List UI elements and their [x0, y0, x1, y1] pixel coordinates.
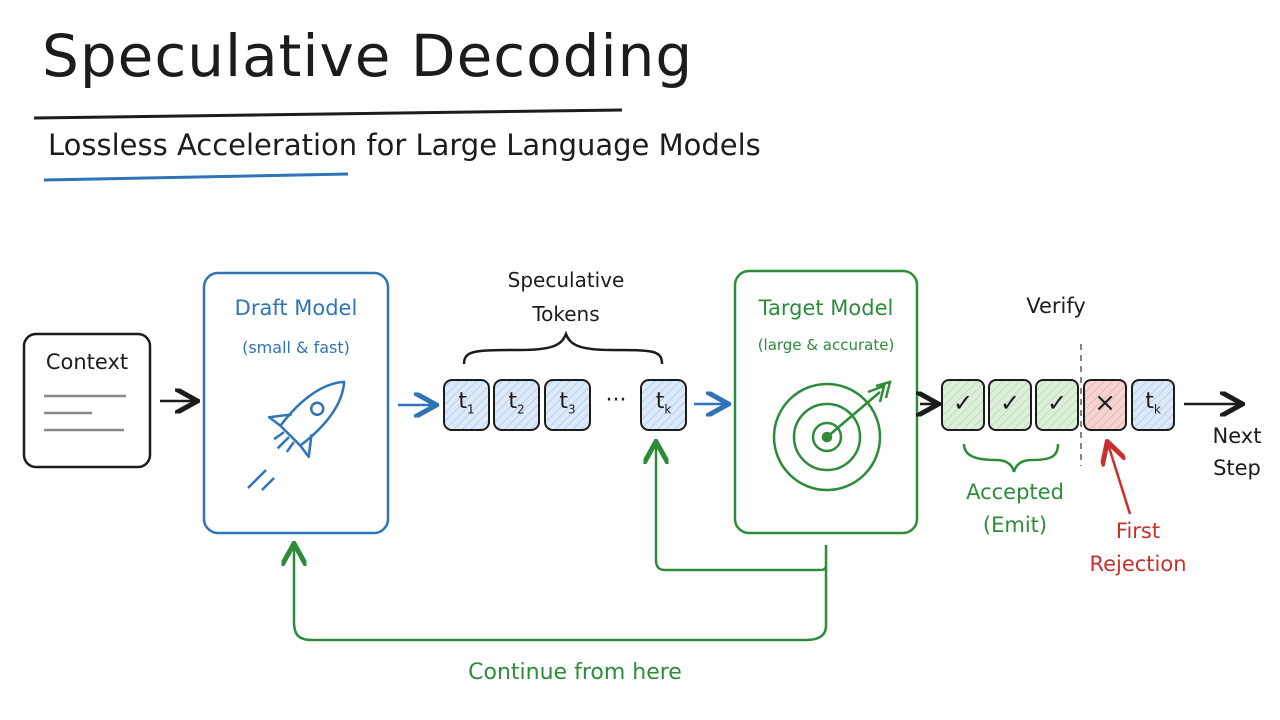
accepted-token-2 — [988, 379, 1032, 431]
rejection-arrow — [1108, 444, 1132, 515]
accepted-mark-2: ✓ — [999, 389, 1021, 417]
accepted-token-1 — [941, 379, 985, 431]
continue-loop-arrow — [294, 546, 828, 642]
rocket-speed-lines — [247, 469, 275, 491]
rocket-icon — [267, 380, 346, 459]
accepted-label-2: (Emit) — [982, 513, 1048, 537]
draft-model-subtitle: (small & fast) — [242, 338, 350, 357]
context-box — [22, 332, 152, 469]
continue-from-here-label: Continue from here — [468, 660, 682, 685]
verify-token-label-tk: tk — [1145, 389, 1161, 417]
next-step-label-2: Step — [1213, 456, 1261, 480]
verify-token-tk — [1131, 379, 1175, 431]
speculative-tokens-brace — [462, 330, 664, 365]
token-label-t2: t2 — [508, 389, 525, 417]
context-label: Context — [45, 350, 129, 374]
rejection-label-1: First — [1115, 519, 1161, 543]
page-title: Speculative Decoding — [42, 22, 694, 90]
speculative-tokens-label-2: Tokens — [532, 302, 600, 326]
draft-model-box — [202, 271, 390, 535]
subtitle-highlight: Lossless Acceleration — [48, 128, 358, 162]
subtitle-rest: for Large Language Models — [366, 128, 761, 162]
rejection-label-2: Rejection — [1089, 552, 1187, 576]
accepted-label-1: Accepted — [966, 480, 1064, 504]
title-underline — [33, 108, 623, 120]
accepted-token-3 — [1035, 379, 1079, 431]
next-step-label-1: Next — [1212, 424, 1262, 448]
accepted-brace — [962, 443, 1060, 473]
target-model-subtitle: (large & accurate) — [757, 336, 895, 354]
rejected-mark: × — [1094, 388, 1116, 418]
rejected-token — [1083, 379, 1127, 431]
speculative-token-tk — [640, 379, 687, 431]
subtitle-underline — [43, 172, 349, 182]
token-label-t1: t1 — [458, 389, 475, 417]
speculative-token-t2 — [493, 379, 540, 431]
speculative-token-t3 — [544, 379, 591, 431]
target-model-title: Target Model — [758, 296, 894, 320]
token-label-tk: tk — [655, 389, 672, 417]
token-ellipsis: ··· — [605, 388, 627, 413]
speculative-tokens-label-1: Speculative — [507, 268, 625, 292]
draft-model-title: Draft Model — [234, 296, 358, 320]
page-subtitle: Lossless Acceleration for Large Language… — [48, 128, 761, 162]
target-icon — [772, 380, 892, 492]
accepted-mark-1: ✓ — [952, 389, 974, 417]
verify-label: Verify — [1026, 294, 1086, 318]
token-label-t3: t3 — [559, 389, 576, 417]
speculative-token-t1 — [443, 379, 490, 431]
accepted-mark-3: ✓ — [1046, 389, 1068, 417]
